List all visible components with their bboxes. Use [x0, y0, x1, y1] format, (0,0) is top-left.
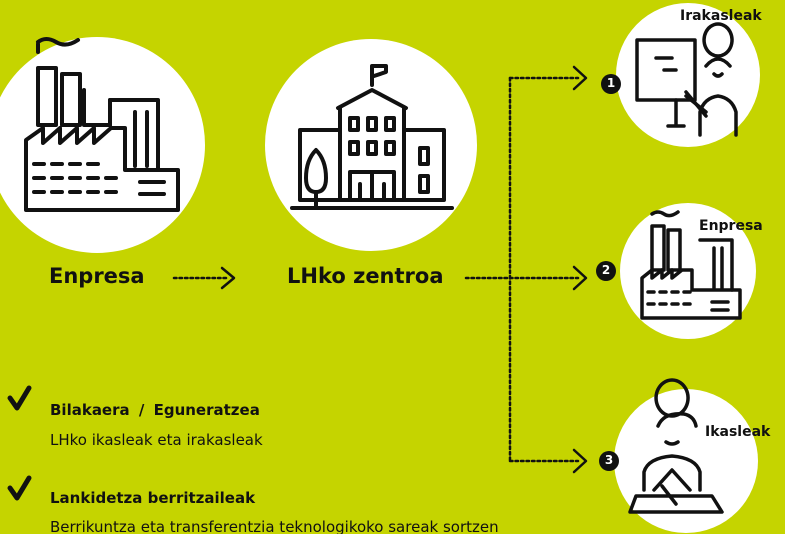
arrow-enpresa-to-center [172, 266, 236, 290]
checkmark-icon [7, 475, 32, 501]
badge-3-number: 3 [604, 453, 614, 467]
students-label: Ikasleak [705, 424, 771, 440]
branch-arrows [464, 65, 588, 474]
target-enpresa [596, 203, 756, 339]
teachers-label: Irakasleak [680, 8, 762, 24]
badge-2-number: 2 [601, 263, 611, 277]
badge-3 [599, 451, 619, 471]
teacher-icon [635, 22, 738, 137]
badge-1 [601, 74, 621, 94]
check-1-title-a: Bilakaera [50, 401, 130, 419]
student-icon [628, 378, 724, 514]
center-node [265, 39, 477, 251]
check-2-description: Berrikuntza eta transferentzia teknologi… [50, 518, 499, 534]
enpresa-node [0, 37, 205, 253]
center-label: LHko zentroa [287, 264, 444, 288]
school-building-icon [290, 64, 454, 210]
check-2-title: Lankidetza berritzaileak [50, 489, 256, 507]
target-students [599, 378, 758, 533]
enpresa-label: Enpresa [49, 264, 145, 288]
enpresa-small-label: Enpresa [699, 218, 763, 234]
checkmark-icon [7, 385, 32, 411]
badge-2 [596, 261, 616, 281]
check-1-description: LHko ikasleak eta irakasleak [50, 431, 263, 449]
enpresa-circle [0, 37, 205, 253]
factory-icon [640, 210, 742, 320]
factory-icon [24, 37, 180, 212]
target-teachers [601, 3, 760, 147]
badge-1-number: 1 [606, 76, 616, 90]
check-1-title: Bilakaera / Eguneratzea [50, 401, 260, 419]
check-1-separator: / [138, 401, 145, 419]
check-1-title-b: Eguneratzea [153, 401, 260, 419]
